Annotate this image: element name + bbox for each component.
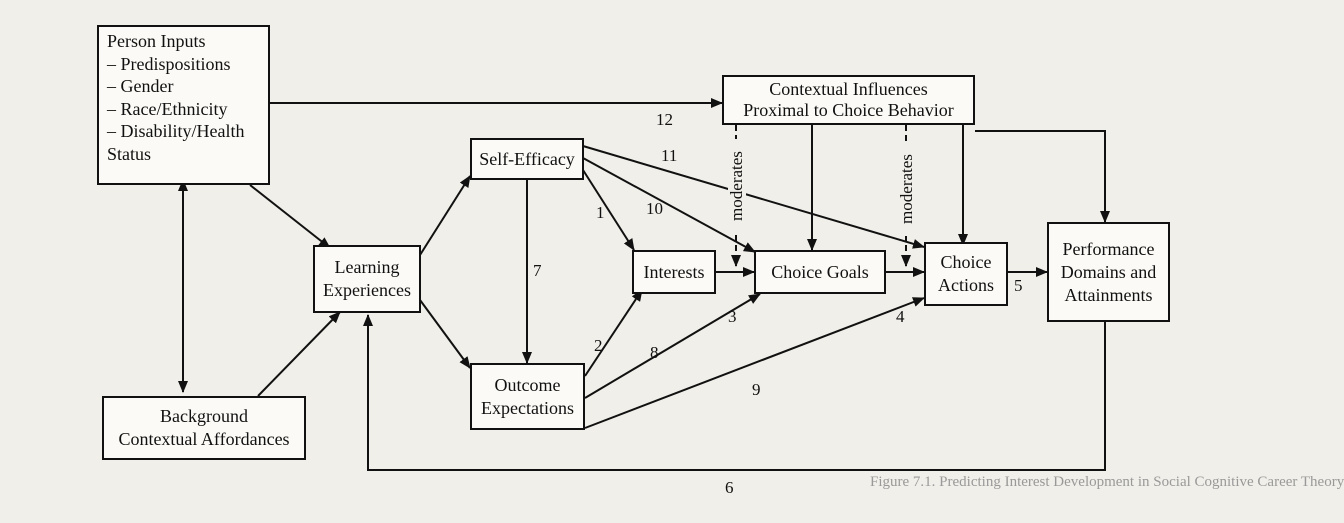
- arrow-contextual-to-performance: [975, 130, 1110, 223]
- path-label-2: 2: [594, 336, 603, 355]
- path-label-11: 11: [661, 146, 678, 165]
- person-inputs-line: Person Inputs: [107, 31, 206, 51]
- node-background: Background Contextual Affordances: [102, 396, 306, 460]
- outcome-line: Expectations: [481, 397, 574, 418]
- node-learning-experiences: Learning Experiences: [313, 245, 421, 313]
- arrow-feedback-loop: [363, 314, 1106, 471]
- path-label-5: 5: [1014, 276, 1023, 295]
- path-label-1: 1: [596, 203, 605, 222]
- arrow-background-to-learning: [257, 311, 341, 397]
- learning-line: Learning: [334, 257, 400, 277]
- node-self-efficacy: Self-Efficacy: [470, 138, 584, 180]
- background-line: Background: [160, 406, 248, 426]
- node-person-inputs: Person Inputs – Predispositions – Gender…: [97, 25, 270, 185]
- arrow-learning-to-outcome: [419, 299, 471, 369]
- path-label-4: 4: [896, 307, 905, 326]
- arrow-self-efficacy-to-choice-actions: [582, 145, 925, 249]
- self-efficacy-label: Self-Efficacy: [479, 148, 575, 169]
- arrow-self-efficacy-to-interests: [582, 169, 635, 251]
- path-label-12: 12: [656, 110, 673, 129]
- arrow-person-to-learning: [249, 184, 331, 249]
- moderates-label-right: moderates: [897, 142, 916, 236]
- performance-line: Attainments: [1064, 284, 1153, 305]
- node-outcome-expectations: Outcome Expectations: [470, 363, 585, 430]
- path-label-9: 9: [752, 380, 761, 399]
- figure-caption: Figure 7.1. Predicting Interest Developm…: [870, 474, 1344, 490]
- choice-goals-label: Choice Goals: [771, 261, 869, 282]
- person-inputs-line: – Predispositions: [107, 53, 231, 74]
- person-inputs-line: – Gender: [107, 76, 174, 96]
- path-label-8: 8: [650, 343, 659, 362]
- outcome-line: Outcome: [494, 374, 561, 395]
- node-contextual-influences: Contextual Influences Proximal to Choice…: [722, 75, 975, 125]
- arrow-outcome-to-interests: [584, 289, 643, 377]
- connector-layer: [178, 98, 1110, 471]
- arrow-outcome-to-choice-actions: [584, 297, 925, 429]
- person-inputs-line: – Disability/Health: [107, 121, 245, 141]
- interests-label: Interests: [643, 261, 705, 282]
- contextual-line: Proximal to Choice Behavior: [743, 100, 954, 120]
- node-interests: Interests: [632, 250, 716, 294]
- performance-line: Domains and: [1060, 261, 1157, 282]
- path-label-6: 6: [725, 478, 734, 497]
- node-performance: Performance Domains and Attainments: [1047, 222, 1170, 322]
- arrow-self-efficacy-to-choice-goals: [582, 157, 756, 253]
- person-inputs-line: – Race/Ethnicity: [107, 98, 228, 119]
- moderates-label-left: moderates: [727, 139, 746, 233]
- arrow-learning-to-self-efficacy: [419, 175, 471, 256]
- contextual-line: Contextual Influences: [769, 79, 928, 99]
- choice-actions-line: Actions: [938, 275, 994, 295]
- node-choice-goals: Choice Goals: [754, 250, 886, 294]
- path-label-7: 7: [533, 261, 542, 280]
- path-label-10: 10: [646, 199, 663, 218]
- node-choice-actions: Choice Actions: [924, 242, 1008, 306]
- path-label-3: 3: [728, 307, 737, 326]
- choice-actions-line: Choice: [940, 252, 992, 272]
- person-inputs-line: Status: [107, 143, 152, 164]
- diagram-canvas: Person Inputs – Predispositions – Gender…: [97, 25, 1344, 497]
- performance-line: Performance: [1062, 238, 1155, 259]
- arrow-outcome-to-choice-goals: [584, 293, 761, 399]
- background-line: Contextual Affordances: [118, 429, 290, 449]
- learning-line: Experiences: [323, 280, 411, 300]
